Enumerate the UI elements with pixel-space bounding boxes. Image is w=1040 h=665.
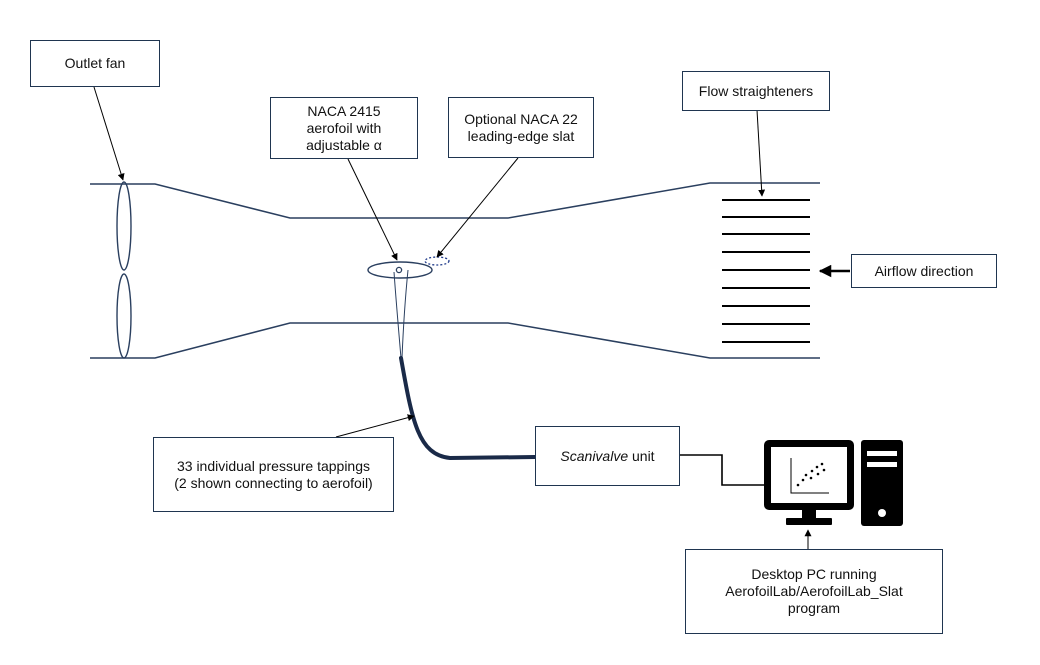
pressure-tappings-label: 33 individual pressure tappings (2 shown… xyxy=(153,437,394,512)
aerofoil-text-line1: NACA 2415 xyxy=(307,102,381,119)
slat-text-line1: Optional NACA 22 xyxy=(464,110,578,127)
desktop-computer-icon xyxy=(764,440,903,526)
tubing-bundle xyxy=(399,356,537,461)
slat-text-line2: leading-edge slat xyxy=(467,127,575,144)
leader-arrows xyxy=(93,86,766,438)
outlet-fan-icon xyxy=(116,181,132,359)
flow-straighteners-text: Flow straighteners xyxy=(698,82,814,99)
aerofoil-text-line3: adjustable α xyxy=(306,136,382,153)
airflow-direction-text: Airflow direction xyxy=(874,262,974,279)
desktop-pc-text-line2: AerofoilLab/AerofoilLab_Slat xyxy=(725,583,903,599)
slat-icon xyxy=(424,256,450,266)
aerofoil-icon xyxy=(367,261,433,279)
tunnel-bottom-wall xyxy=(90,322,820,359)
airflow-direction-label: Airflow direction xyxy=(851,254,997,288)
aerofoil-label: NACA 2415 aerofoil with adjustable α xyxy=(270,97,418,159)
desktop-pc-label: Desktop PC running AerofoilLab/AerofoilL… xyxy=(685,549,943,634)
aerofoil-text-line2: aerofoil with xyxy=(306,119,382,136)
scanivalve-suffix: unit xyxy=(628,447,655,464)
outlet-fan-text: Outlet fan xyxy=(64,55,126,71)
scanivalve-pc-cable xyxy=(680,454,766,486)
scanivalve-name: Scanivalve xyxy=(560,447,629,464)
outlet-fan-label: Outlet fan xyxy=(30,40,160,87)
flow-straighteners-lines xyxy=(722,199,810,343)
flow-straighteners-label: Flow straighteners xyxy=(682,71,830,111)
scatter-chart-icon xyxy=(790,458,829,494)
pressure-tapping-lines xyxy=(393,269,409,359)
scanivalve-label: Scanivalve unit xyxy=(535,426,680,486)
tunnel-top-wall xyxy=(90,182,820,219)
desktop-pc-text-line3: program xyxy=(787,600,841,616)
pressure-tappings-text-line1: 33 individual pressure tappings xyxy=(176,457,370,474)
pressure-tappings-text-line2: (2 shown connecting to aerofoil) xyxy=(174,474,373,491)
slat-label: Optional NACA 22 leading-edge slat xyxy=(448,97,594,158)
desktop-pc-text-line1: Desktop PC running xyxy=(751,566,877,582)
